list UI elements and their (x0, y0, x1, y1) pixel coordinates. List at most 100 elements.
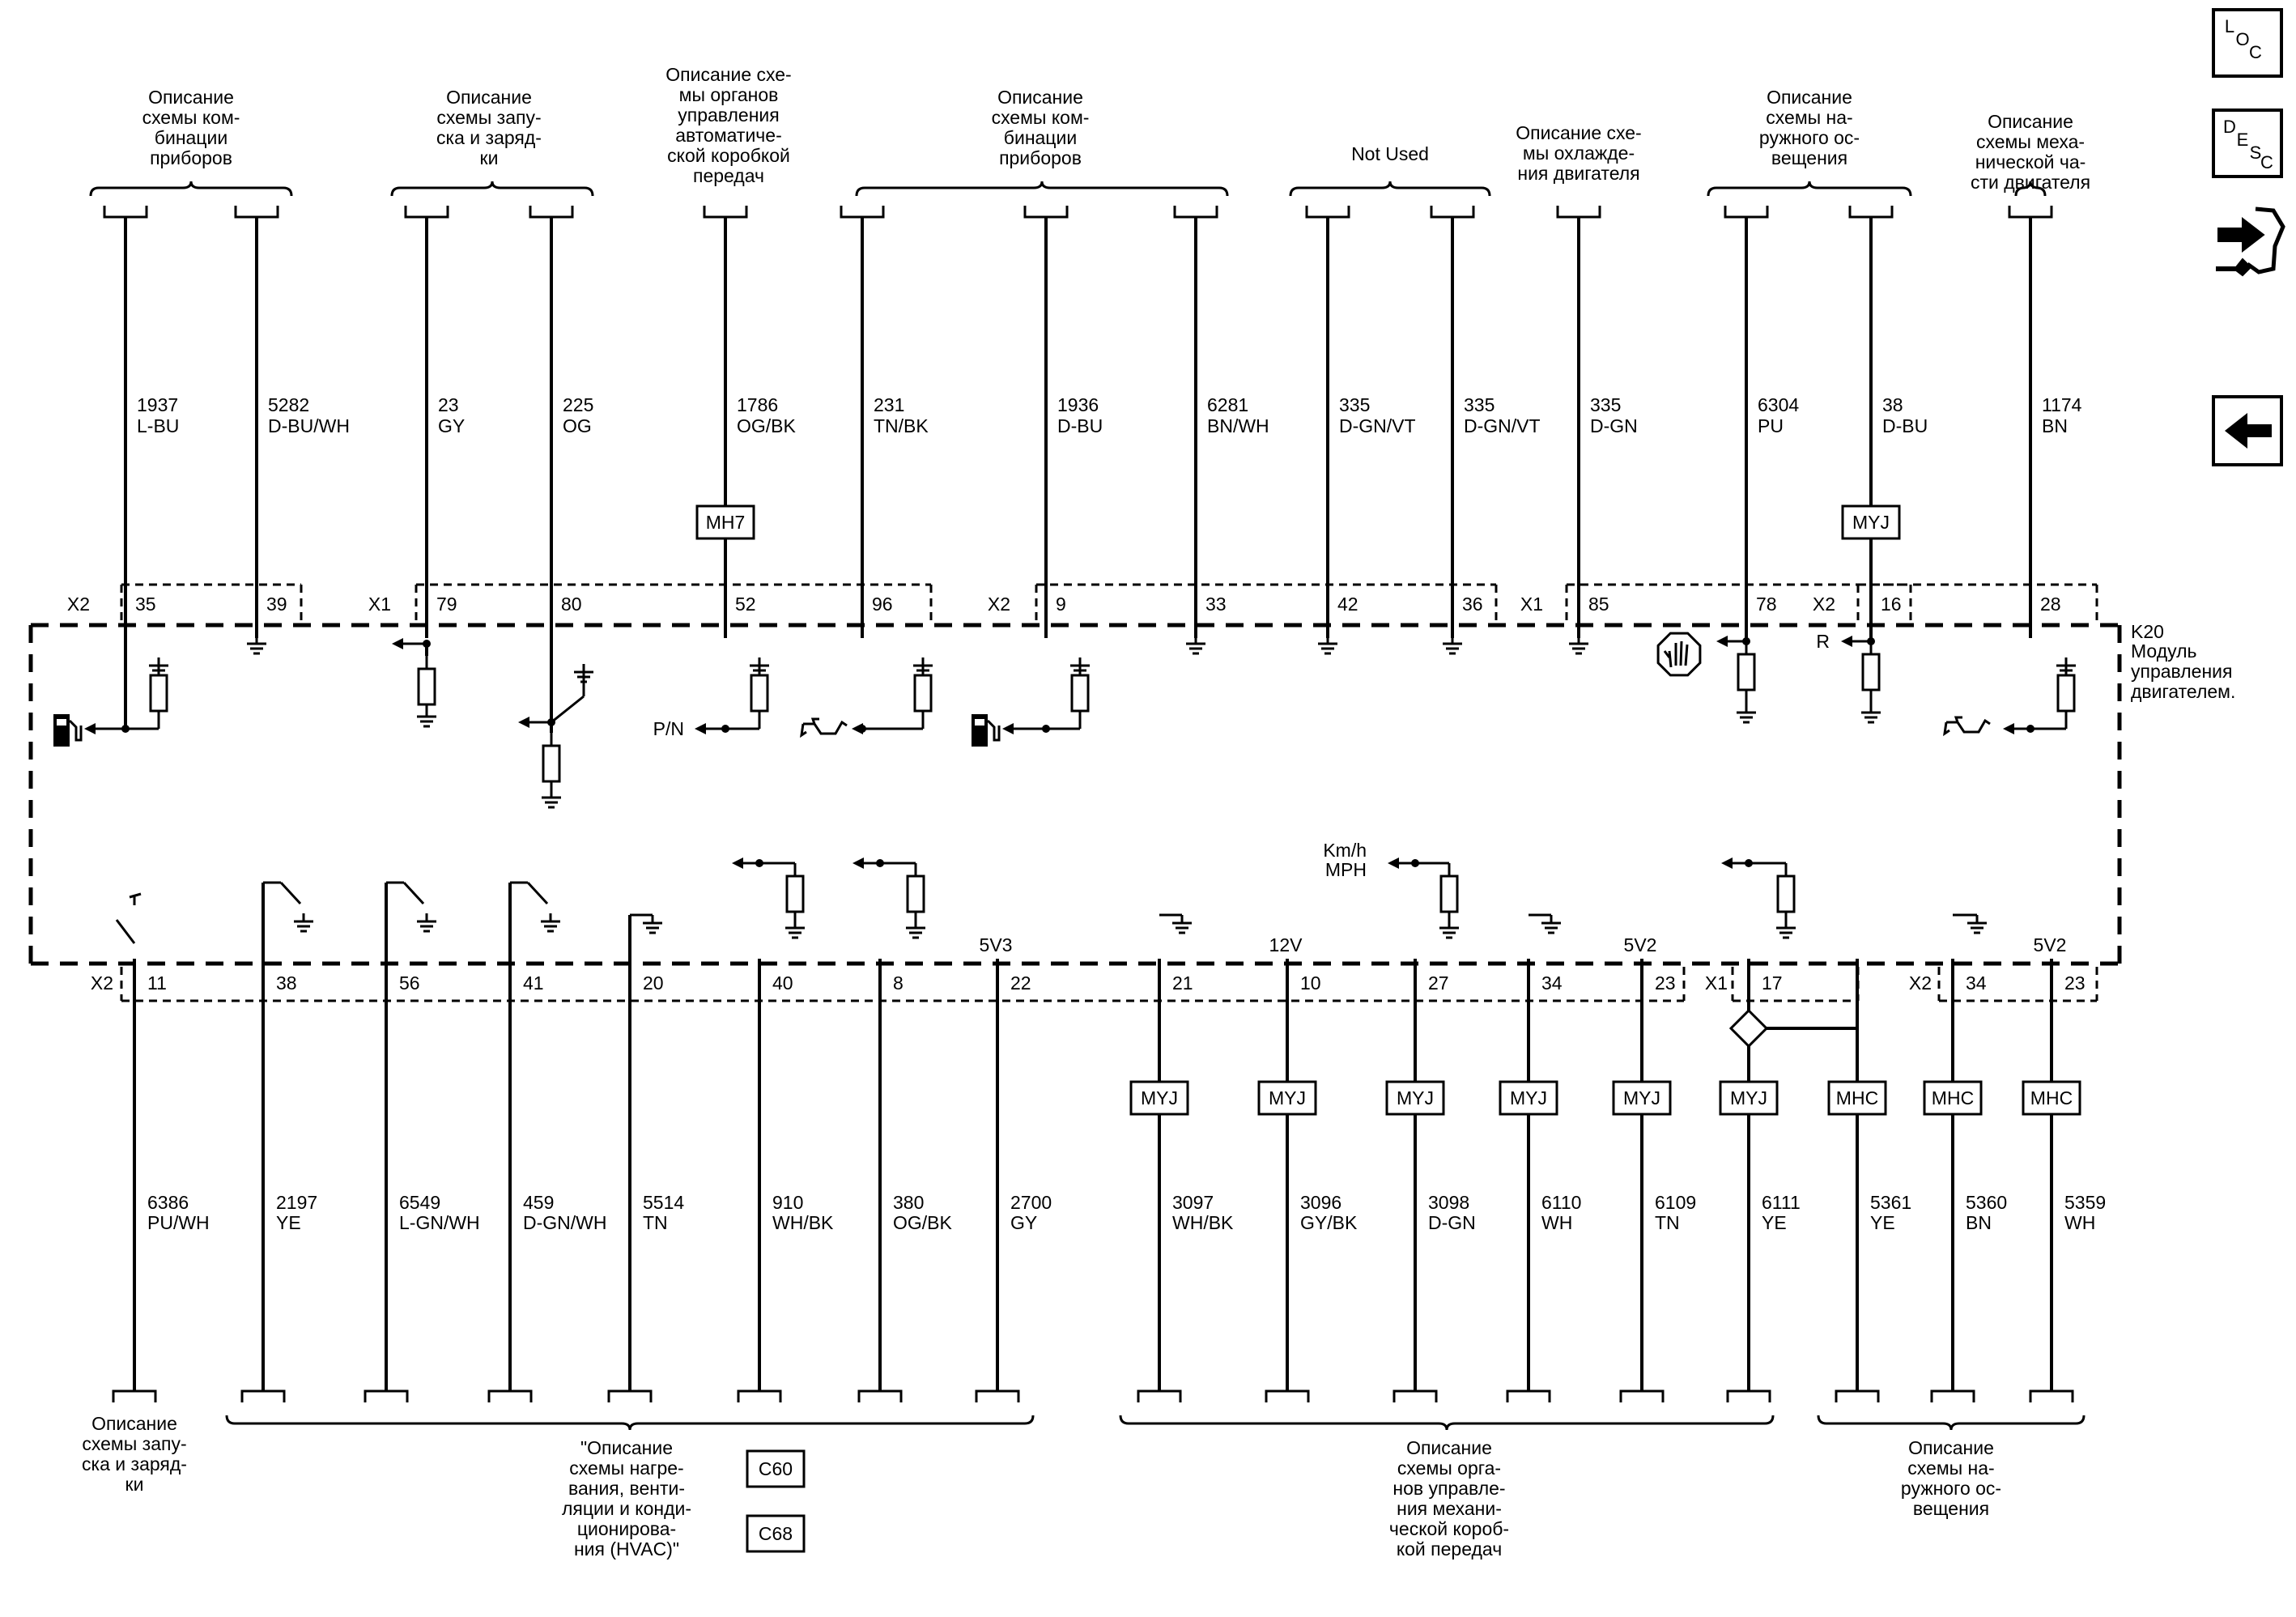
connector-housing (1937, 967, 2098, 1002)
wire-color: L-GN/WH (399, 1212, 480, 1233)
terminal-body (1556, 206, 1601, 219)
ground-icon (541, 913, 560, 933)
circuit-number: 6109 (1655, 1192, 1696, 1213)
wire-color: WH (1541, 1212, 1572, 1233)
arrow-head (1716, 636, 1728, 647)
box-frame (1257, 1080, 1317, 1116)
pin-number: 96 (872, 594, 893, 615)
group-caption-line: нической ча- (1975, 151, 2086, 172)
circuit-number: 1174 (2042, 394, 2082, 415)
output-label: R (1816, 631, 1830, 652)
connector-terminal (1265, 1389, 1310, 1402)
wire-color: D-GN/VT (1464, 415, 1541, 436)
back-arrow-shape (2225, 413, 2272, 449)
ground-icon (1737, 704, 1756, 724)
terminal-body (1848, 206, 1894, 219)
connector-terminal (607, 1389, 653, 1402)
group-caption-line: Описание (148, 87, 234, 108)
output-label: Km/h (1323, 840, 1367, 861)
group-caption-line: ской коробкой (667, 145, 790, 166)
resistor-icon (750, 662, 769, 729)
loc-button[interactable]: LOC (2212, 8, 2283, 78)
terminal-body (1930, 1389, 1975, 1402)
connector-terminal (1430, 206, 1475, 219)
output-label: MPH (1325, 859, 1367, 880)
ground-icon (574, 664, 593, 683)
terminal-body (1305, 206, 1350, 219)
module-name: Модуль (2131, 640, 2197, 662)
wire-color: WH/BK (1172, 1212, 1234, 1233)
tools-icon[interactable] (2216, 206, 2285, 277)
ground-icon (1318, 636, 1337, 655)
group-caption-line: ния (HVAC)" (574, 1538, 679, 1560)
resistor-icon (542, 733, 561, 789)
group-caption-line: Описание (446, 87, 532, 108)
ground-icon (1967, 915, 1987, 934)
signal-arrow-icon (852, 857, 864, 869)
group-caption-line: схемы запу- (82, 1433, 186, 1454)
connector-id: X2 (1909, 972, 1932, 994)
connector-terminal (364, 1389, 409, 1402)
box-label: MHC (1932, 1087, 1974, 1108)
pin-number: 8 (893, 972, 904, 994)
box-label: MYJ (1269, 1087, 1306, 1108)
terminal-body (1265, 1389, 1310, 1402)
group-caption-line: Описание (1988, 111, 2073, 132)
signal-arrow-icon (852, 723, 863, 734)
group-caption-line: Описание (91, 1413, 177, 1434)
connector-terminal (1848, 206, 1894, 219)
connector-terminal (840, 206, 885, 219)
terminal-body (1506, 1389, 1551, 1402)
output-label: P/N (653, 718, 684, 739)
box-frame (1612, 1080, 1672, 1116)
reference-voltage: 5V2 (2034, 934, 2067, 955)
pin-number: 23 (1655, 972, 1676, 994)
arrow-head (84, 723, 96, 734)
terminal-body (1023, 206, 1069, 219)
inline-connector-box: MYJ (1385, 1080, 1445, 1116)
group-brace (1289, 181, 1491, 197)
group-caption-line: передач (693, 165, 764, 186)
inline-connector-box: MYJ (1499, 1080, 1558, 1116)
resistor-icon (2056, 662, 2076, 729)
connector-terminal (529, 206, 574, 219)
group-brace (390, 181, 594, 197)
connector-terminal (975, 1389, 1020, 1402)
pin-number: 23 (2064, 972, 2086, 994)
group-brace (1817, 1415, 2086, 1431)
box-frame (1129, 1080, 1189, 1116)
box-label: MYJ (1623, 1087, 1660, 1108)
terminal-body (112, 1389, 157, 1402)
group-brace (1707, 181, 1912, 197)
back-button[interactable] (2212, 395, 2283, 466)
switch-arm (551, 672, 585, 724)
group-caption-line: схемы запу- (436, 107, 541, 128)
box-frame (746, 1449, 806, 1488)
arrow-head (1841, 636, 1852, 647)
signal-arrow-icon (84, 723, 96, 734)
connector-id: X2 (91, 972, 113, 994)
wire-color: WH/BK (772, 1212, 834, 1233)
signal-arrow-icon (1841, 636, 1852, 647)
ground-icon (1541, 915, 1561, 934)
connector-terminal (1724, 206, 1769, 219)
wire-color: TN/BK (874, 415, 929, 436)
box-label: MHC (2030, 1087, 2073, 1108)
button-letter: D (2223, 117, 2236, 137)
circuit-number: 3096 (1300, 1192, 1341, 1213)
